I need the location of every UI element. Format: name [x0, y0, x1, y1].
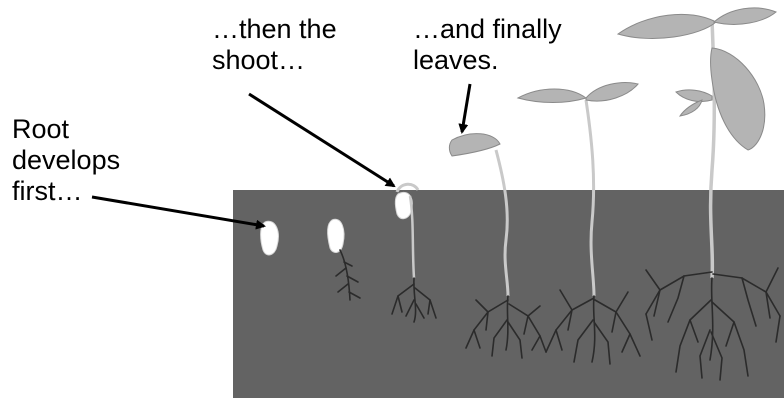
leaf-icon: [714, 8, 776, 24]
root-label-line: first…: [12, 176, 120, 207]
leaf-icon: [711, 48, 765, 150]
leaf-icon: [676, 90, 712, 102]
leaf-icon: [449, 134, 500, 156]
root-label-line: Root: [12, 114, 120, 145]
arrow-leaves: [462, 84, 470, 132]
leaves-label-line: …and finally: [413, 14, 562, 45]
shoot-label: …then the shoot…: [212, 14, 337, 76]
shoot-label-line: shoot…: [212, 45, 337, 76]
root-label-line: develops: [12, 145, 120, 176]
root-label: Root develops first…: [12, 114, 120, 207]
leaf-icon: [618, 14, 716, 38]
arrow-shoot: [249, 94, 394, 186]
leaf-icon: [586, 83, 638, 102]
leaves-label-line: leaves.: [413, 45, 562, 76]
shoot-label-line: …then the: [212, 14, 337, 45]
leaf-icon: [680, 100, 702, 116]
leaf-icon: [518, 89, 586, 103]
leaves-label: …and finally leaves.: [413, 14, 562, 76]
seed-icon: [328, 219, 344, 252]
